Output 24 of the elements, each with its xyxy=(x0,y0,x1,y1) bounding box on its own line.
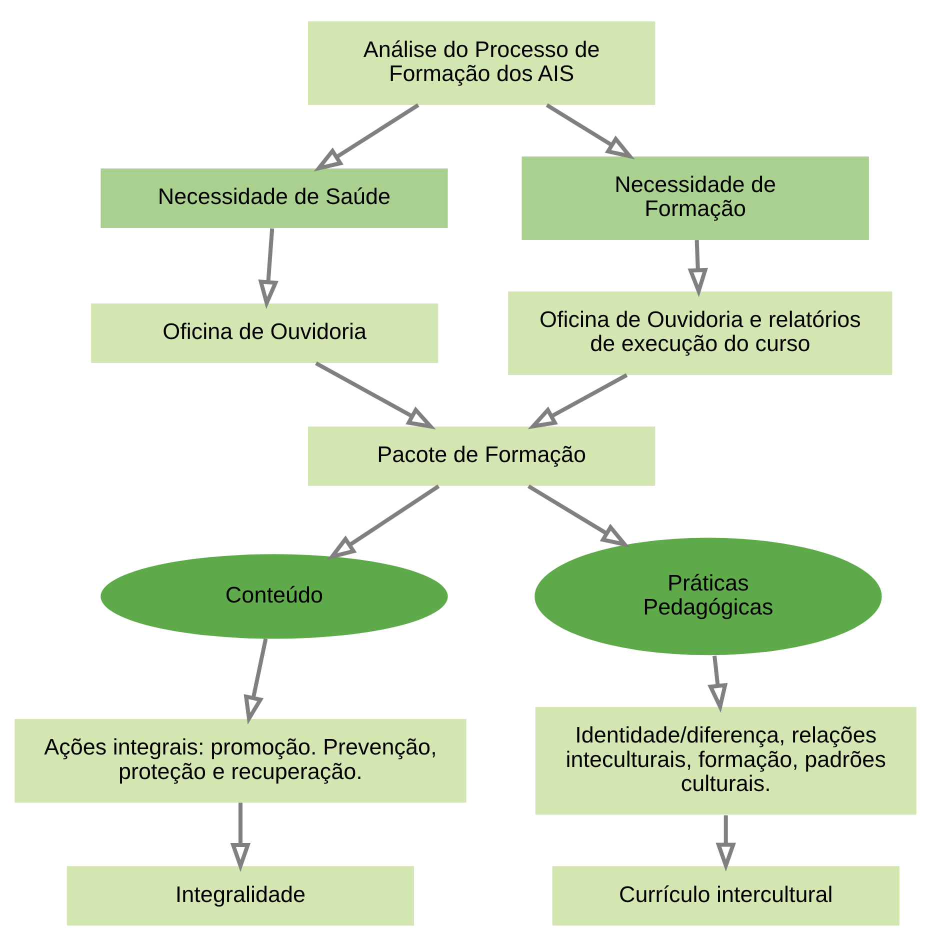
node-box: Oficina de Ouvidoria e relatórios de execução do curso xyxy=(508,291,892,376)
arrow xyxy=(244,638,268,725)
node-box: Integralidade xyxy=(66,866,414,926)
node-box: Oficina de Ouvidoria xyxy=(91,304,438,363)
node-ellipse: Práticas Pedagógicas xyxy=(534,538,882,656)
arrow xyxy=(230,802,251,872)
node-box: Necessidade de Formação xyxy=(522,156,869,240)
arrow xyxy=(716,815,736,872)
arrow xyxy=(315,361,436,430)
node-box: Currículo intercultural xyxy=(552,866,900,926)
arrow xyxy=(688,240,708,298)
node-box: Pacote de Formação xyxy=(308,426,656,486)
arrow xyxy=(546,103,635,160)
node-box: Identidade/diferença, relações inteculturais, formação, padrões culturais. xyxy=(535,706,916,815)
arrow xyxy=(258,228,278,310)
node-box: Ações integrais: promoção. Prevenção, proteção e recuperação. xyxy=(14,719,466,803)
node-box: Necessidade de Saúde xyxy=(100,168,448,228)
arrow xyxy=(314,103,420,172)
arrow xyxy=(528,373,628,430)
node-box: Análise do Processo de Formação dos AIS xyxy=(308,21,656,105)
arrow xyxy=(528,484,630,548)
arrow xyxy=(708,656,728,713)
node-ellipse: Conteúdo xyxy=(100,554,448,639)
arrow xyxy=(327,484,440,560)
